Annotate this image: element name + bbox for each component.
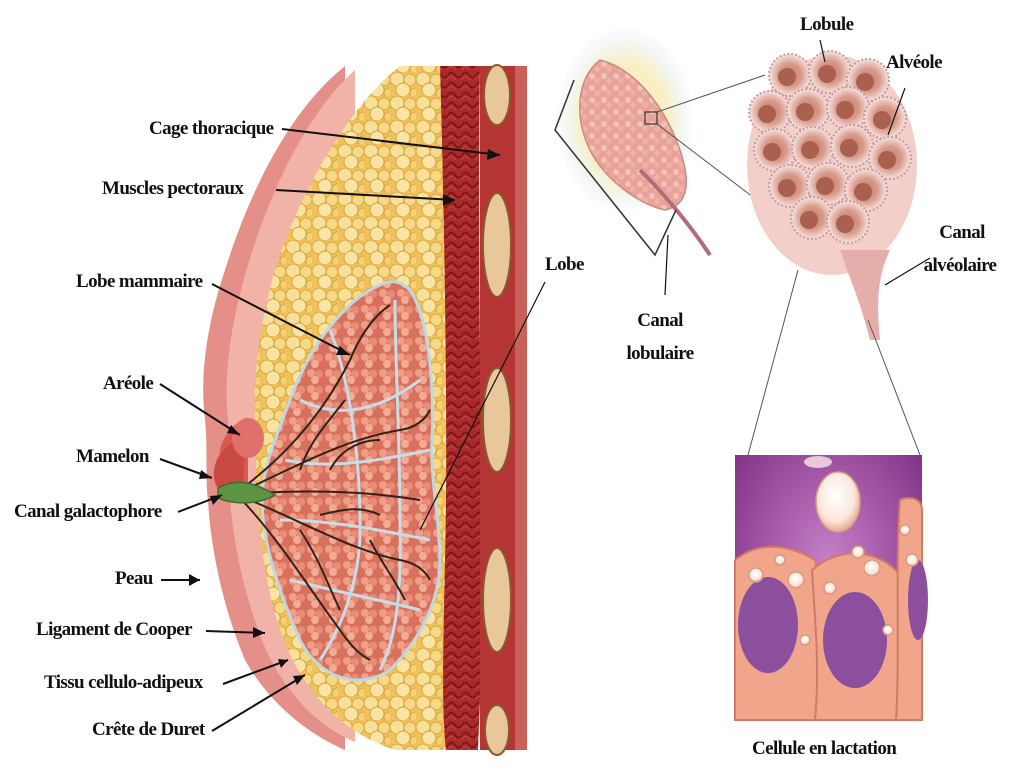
pectoral-muscle — [440, 66, 483, 750]
alveolus-lumen — [800, 211, 818, 229]
label-mamelon: Mamelon — [76, 446, 149, 467]
label-crete-duret: Crête de Duret — [92, 719, 205, 740]
label-canal-lobulaire-2: lobulaire — [618, 343, 702, 364]
lactating-cell-panel — [735, 455, 928, 720]
alveolus-lumen — [778, 68, 796, 86]
label-lobe-mammaire: Lobe mammaire — [76, 271, 202, 292]
label-muscles-pectoraux: Muscles pectoraux — [102, 178, 243, 199]
label-ligament-cooper: Ligament de Cooper — [36, 619, 192, 640]
alveolus-lumen — [836, 101, 854, 119]
label-alveole: Alvéole — [886, 52, 942, 73]
lobule-detail — [747, 51, 920, 455]
alveolus-lumen — [818, 65, 836, 83]
label-cellule-lactation: Cellule en lactation — [752, 738, 896, 759]
label-lobule: Lobule — [800, 14, 853, 35]
alveolus-lumen — [758, 105, 776, 123]
label-canal-alveolaire-1: Canal — [930, 222, 994, 243]
alveolus-lumen — [854, 183, 872, 201]
breast-section — [203, 65, 527, 755]
alveolus-lumen — [878, 151, 896, 169]
label-canal-galactophore: Canal galactophore — [14, 501, 162, 522]
nucleus-left — [738, 577, 798, 673]
label-cage-thoracique: Cage thoracique — [149, 118, 274, 139]
nucleus-right — [908, 560, 928, 640]
label-areole: Aréole — [103, 373, 153, 394]
alveolus-lumen — [840, 139, 858, 157]
lobule-stalk — [840, 250, 890, 340]
alveolus-lumen — [796, 103, 814, 121]
alveolus-lumen — [778, 179, 796, 197]
label-tissu-cellulo-adipeux: Tissu cellulo-adipeux — [44, 672, 203, 693]
label-peau: Peau — [115, 568, 153, 589]
nucleus-middle — [823, 592, 887, 688]
alveolus-lumen — [801, 141, 819, 159]
label-canal-alveolaire-2: alvéolaire — [914, 255, 1006, 276]
nipple-tip — [232, 418, 264, 458]
alveolus-lumen — [873, 111, 891, 129]
chest-wall-edge — [515, 66, 527, 750]
alveolus-lumen — [836, 215, 854, 233]
label-lobe: Lobe — [545, 254, 584, 275]
lobe-inset — [555, 25, 770, 255]
alveolus-lumen — [763, 143, 781, 161]
label-canal-lobulaire-1: Canal — [628, 310, 692, 331]
alveolus-lumen — [816, 177, 834, 195]
alveolus-lumen — [856, 73, 874, 91]
